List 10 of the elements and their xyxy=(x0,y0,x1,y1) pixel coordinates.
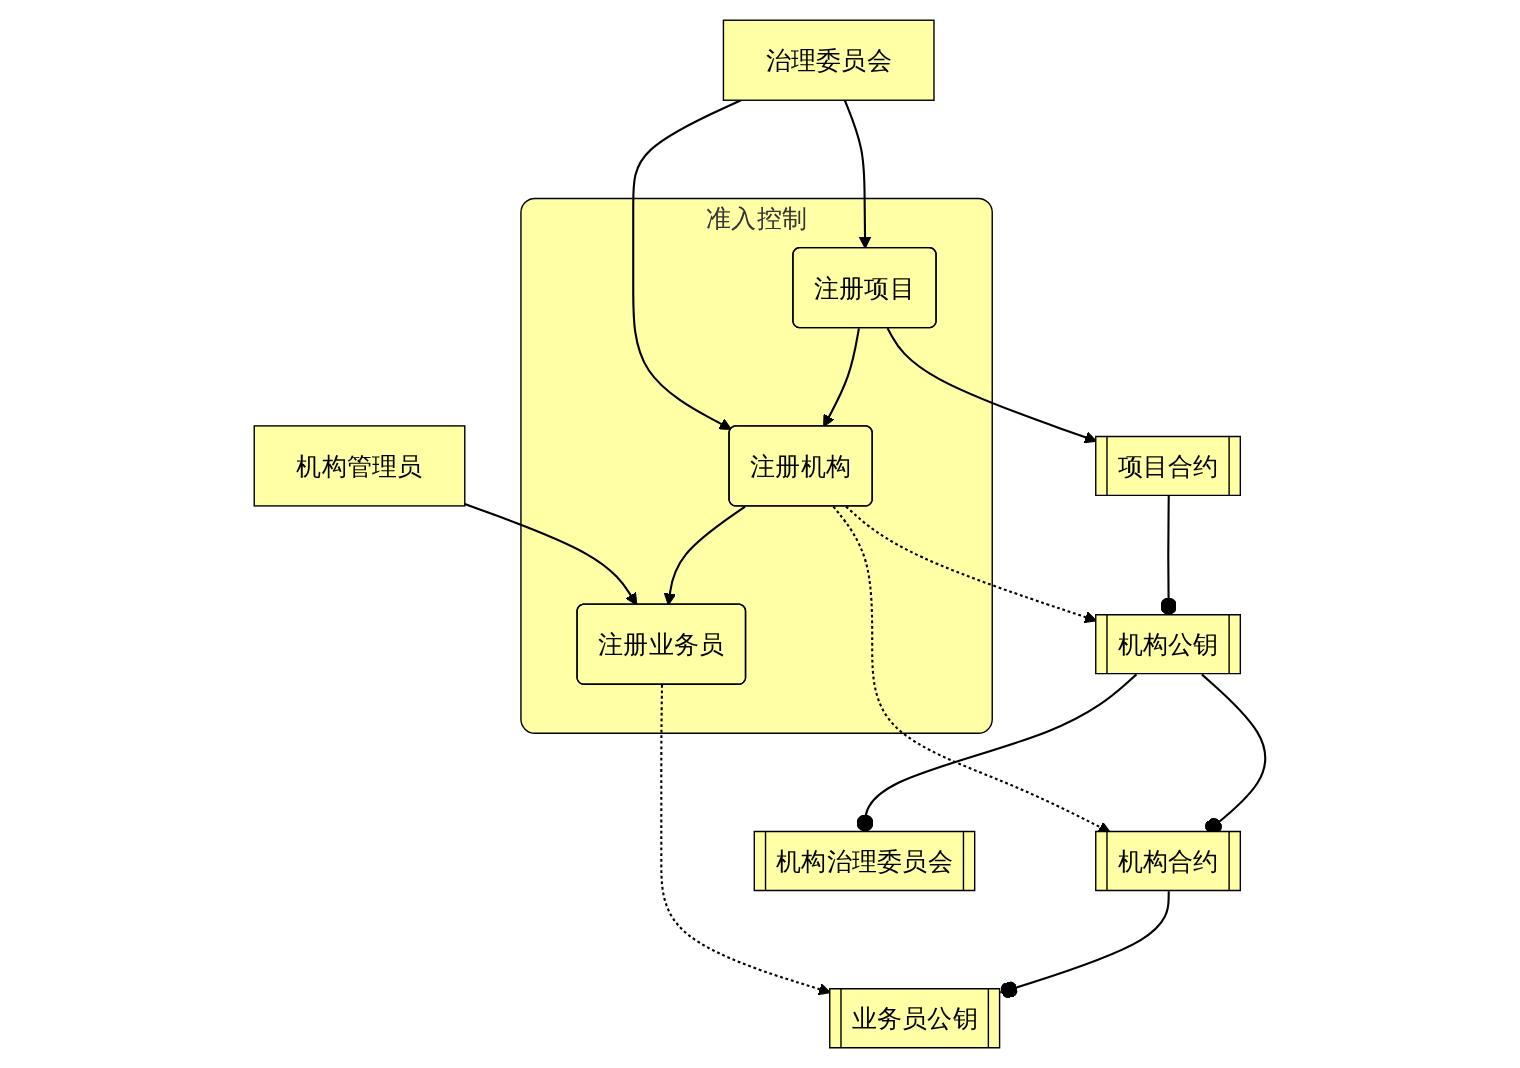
arrow xyxy=(660,684,832,996)
arrow xyxy=(663,505,746,606)
arrow xyxy=(843,99,872,249)
arrow xyxy=(845,505,1098,624)
node-box: 机构管理员 xyxy=(253,425,466,507)
node-box: 治理委员会 xyxy=(722,19,935,101)
arrow xyxy=(886,327,1098,444)
arrow xyxy=(632,99,742,430)
connector xyxy=(1000,891,1170,999)
arrow xyxy=(464,503,638,606)
